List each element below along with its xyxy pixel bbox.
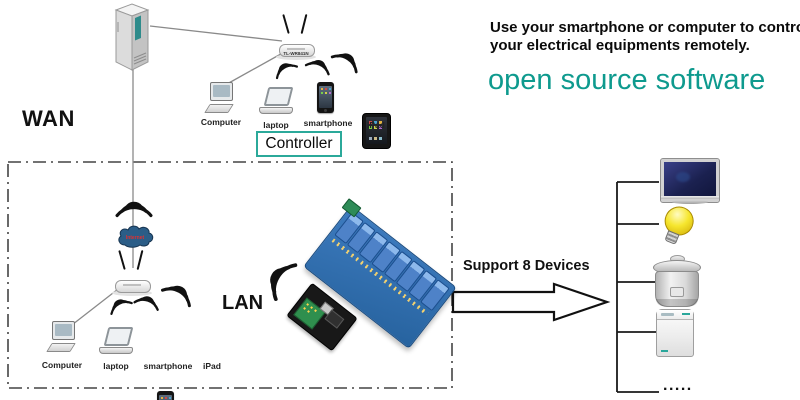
rice-cooker-icon [653, 255, 701, 307]
lan-dashed-box [7, 161, 453, 389]
more-devices-dots: ..... [663, 377, 693, 394]
wifi-waves-wan-ipad [330, 46, 363, 74]
router-antenna-icon [282, 14, 290, 34]
support-arrow [451, 282, 611, 322]
washing-machine-icon [656, 309, 694, 357]
wan-router-model-label: TL-WR841N [283, 51, 309, 56]
lan-smartphone-label: smartphone [143, 361, 193, 371]
wifi-waves-lan-ipad [161, 279, 197, 308]
support-devices-label: Support 8 Devices [463, 258, 590, 274]
wan-label: WAN [22, 106, 75, 131]
lan-router-icon [112, 248, 152, 296]
wifi-waves-lan-laptop [106, 294, 133, 315]
relay-board-icon [283, 198, 457, 381]
lan-label: LAN [222, 292, 264, 314]
wan-ipad-icon [362, 113, 391, 149]
wifi-waves-lan-smartphone [133, 292, 162, 311]
device-tree-lines [616, 181, 659, 393]
wan-laptop-label: laptop [263, 120, 289, 130]
tv-icon [660, 158, 720, 203]
server-tower-icon [114, 3, 150, 71]
wan-router-icon [276, 12, 316, 60]
internet-cloud-icon: Internet [118, 225, 154, 248]
wan-computer-label: Computer [200, 117, 242, 127]
wan-computer-icon [204, 82, 238, 119]
router-antenna-icon [300, 14, 308, 34]
wan-smartphone-label: smartphone [303, 118, 353, 128]
internet-cloud-label: Internet [126, 235, 145, 241]
lan-laptop-icon [98, 327, 134, 354]
lan-computer-icon [46, 321, 80, 358]
router-antenna-icon [118, 250, 126, 270]
lan-smartphone-icon [157, 391, 174, 400]
controller-badge: Controller [256, 131, 342, 157]
header-line1: Use your smartphone or computer to contr… [490, 19, 800, 36]
wan-smartphone-icon [317, 82, 334, 113]
wifi-waves-wan-laptop [271, 58, 298, 80]
lan-computer-label: Computer [41, 360, 83, 370]
open-source-tagline: open source software [488, 64, 766, 96]
wan-ipad-label: iPad [367, 120, 385, 130]
lan-laptop-label: laptop [103, 361, 129, 371]
wifi-waves-internet-cloud [115, 201, 153, 218]
wan-laptop-icon [258, 87, 294, 114]
lan-ipad-label: iPad [203, 361, 221, 371]
tv-stand [661, 196, 719, 199]
router-antenna-icon [136, 250, 144, 270]
header-line2: your electrical equipments remotely. [490, 37, 750, 54]
